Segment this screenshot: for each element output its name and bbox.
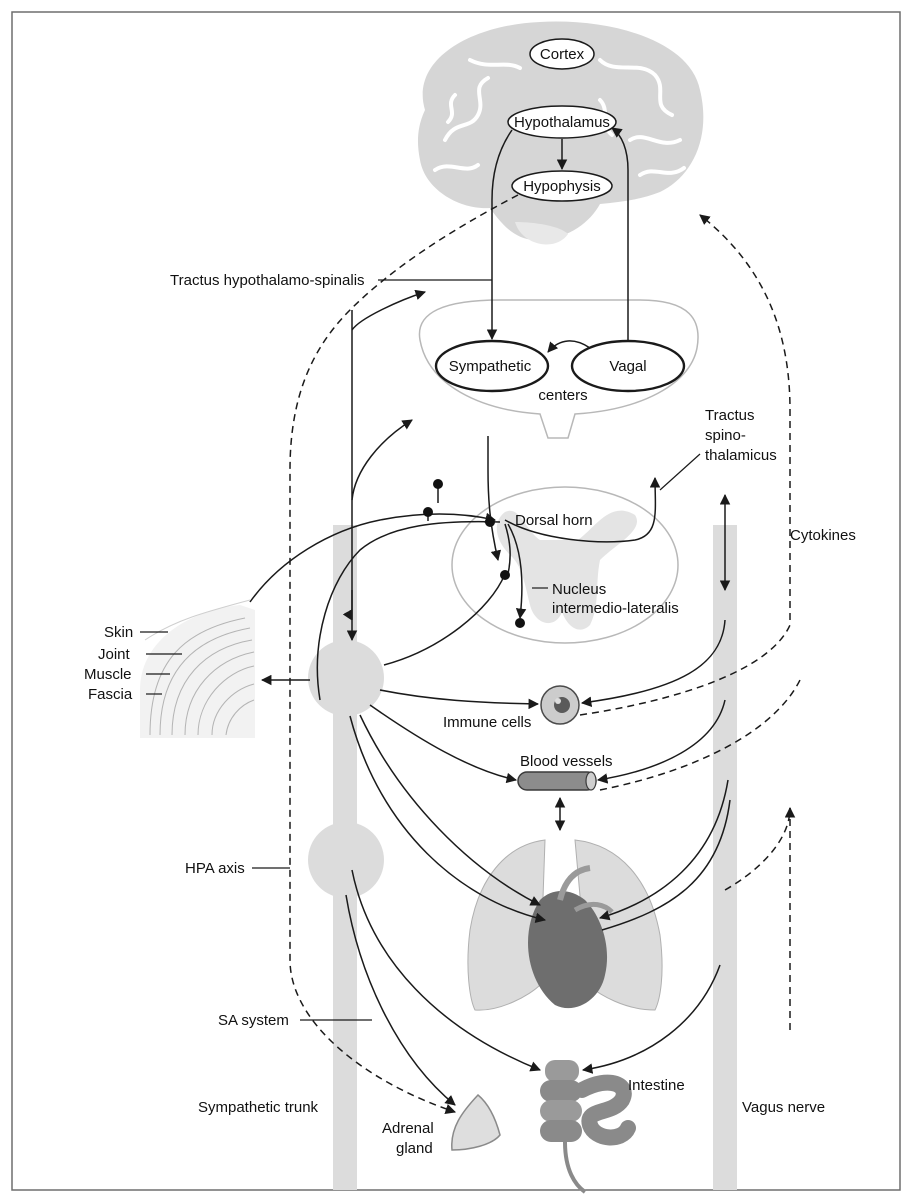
nucleus-label-1: Nucleus (552, 581, 606, 598)
dorsal-horn-label: Dorsal horn (515, 512, 593, 529)
hypophysis-node: Hypophysis (512, 171, 612, 201)
vagal-center-node: Vagal (572, 341, 684, 391)
hypothalamus-node: Hypothalamus (508, 106, 616, 138)
sympathetic-trunk-label: Sympathetic trunk (198, 1099, 319, 1116)
centers-label: centers (538, 387, 587, 404)
cytokines-label: Cytokines (790, 527, 856, 544)
vagal-label: Vagal (609, 358, 646, 375)
adrenal-label-1: Adrenal (382, 1120, 434, 1137)
lungs-heart (468, 840, 662, 1010)
vagus-nerve-label: Vagus nerve (742, 1099, 825, 1116)
sympathetic-ganglion-lower (308, 822, 384, 898)
intestine-organ (540, 1060, 628, 1192)
hypothalamus-label: Hypothalamus (514, 114, 610, 131)
spinal-cord-lower (452, 487, 678, 643)
hypophysis-label: Hypophysis (523, 178, 601, 195)
tractus-spinothalamicus-label-1: Tractus (705, 407, 754, 424)
sa-system-label: SA system (218, 1012, 289, 1029)
fascia-label: Fascia (88, 686, 133, 703)
sympathetic-center-node: Sympathetic (436, 341, 548, 391)
tractus-spinothalamicus-label-2: spino- (705, 427, 746, 444)
immune-cell (541, 686, 579, 724)
tractus-spinothalamicus-label-3: thalamicus (705, 447, 777, 464)
cortex-label: Cortex (540, 46, 585, 63)
tractus-hypothalamo-spinalis-label: Tractus hypothalamo-spinalis (170, 272, 365, 289)
skin-label: Skin (104, 624, 133, 641)
blood-vessels-label: Blood vessels (520, 753, 613, 770)
intestine-label: Intestine (628, 1077, 685, 1094)
sympathetic-label: Sympathetic (449, 358, 532, 375)
nucleus-label-2: intermedio-lateralis (552, 600, 679, 617)
joint-label: Joint (98, 646, 131, 663)
muscle-label: Muscle (84, 666, 132, 683)
adrenal-label-2: gland (396, 1140, 433, 1157)
sympathetic-ganglion-upper (308, 640, 384, 716)
cortex-node: Cortex (530, 39, 594, 69)
immune-cells-label: Immune cells (443, 714, 531, 731)
tissue-block (140, 600, 255, 738)
adrenal-gland-organ (452, 1095, 500, 1150)
hpa-axis-label: HPA axis (185, 860, 245, 877)
blood-vessel (518, 772, 596, 790)
